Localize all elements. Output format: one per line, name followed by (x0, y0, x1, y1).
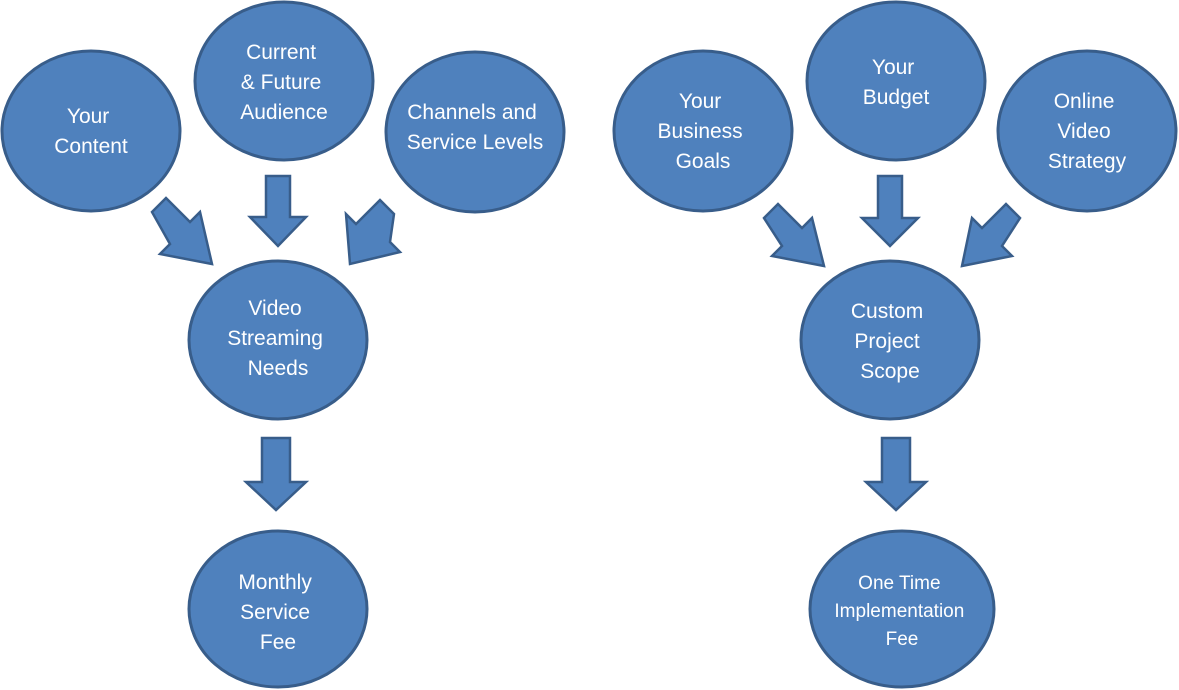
arrow-current-future-audience-to-video-streaming-needs (247, 174, 309, 248)
arrow-your-content-to-video-streaming-needs (150, 196, 214, 266)
arrow-channels-service-levels-to-video-streaming-needs (344, 198, 403, 266)
node-channels-service-levels-label: Channels and Service Levels (407, 101, 544, 154)
node-current-future-audience: Current & Future Audience (193, 0, 375, 162)
node-channels-service-levels: Channels and Service Levels (384, 50, 566, 214)
arrow-custom-project-scope-to-one-time-implementation-fee (862, 436, 930, 512)
node-custom-project-scope: Custom Project Scope (799, 259, 981, 421)
node-video-streaming-needs: Video Streaming Needs (187, 259, 369, 421)
node-your-content-label: Your Content (54, 105, 128, 158)
arrow-your-budget-to-custom-project-scope (858, 174, 922, 248)
node-online-video-strategy: Online Video Strategy (996, 49, 1178, 213)
arrow-your-business-goals-to-custom-project-scope (762, 202, 826, 268)
arrow-video-streaming-needs-to-monthly-service-fee (242, 436, 310, 512)
arrow-online-video-strategy-to-custom-project-scope (960, 202, 1022, 268)
node-your-business-goals-label: Your Business Goals (657, 90, 748, 173)
node-one-time-implementation-fee: One Time Implementation Fee (808, 529, 996, 689)
node-current-future-audience-label: Current & Future Audience (240, 41, 328, 124)
node-monthly-service-fee: Monthly Service Fee (187, 529, 369, 689)
node-your-business-goals: Your Business Goals (612, 49, 794, 213)
node-custom-project-scope-label: Custom Project Scope (851, 300, 929, 383)
node-monthly-service-fee-label: Monthly Service Fee (238, 571, 317, 654)
node-your-budget-label: Your Budget (863, 56, 930, 109)
node-one-time-implementation-fee-label: One Time Implementation Fee (834, 573, 969, 650)
node-online-video-strategy-label: Online Video Strategy (1048, 90, 1127, 173)
node-your-budget: Your Budget (805, 0, 987, 162)
node-video-streaming-needs-label: Video Streaming Needs (227, 297, 329, 380)
node-your-content: Your Content (0, 49, 182, 213)
